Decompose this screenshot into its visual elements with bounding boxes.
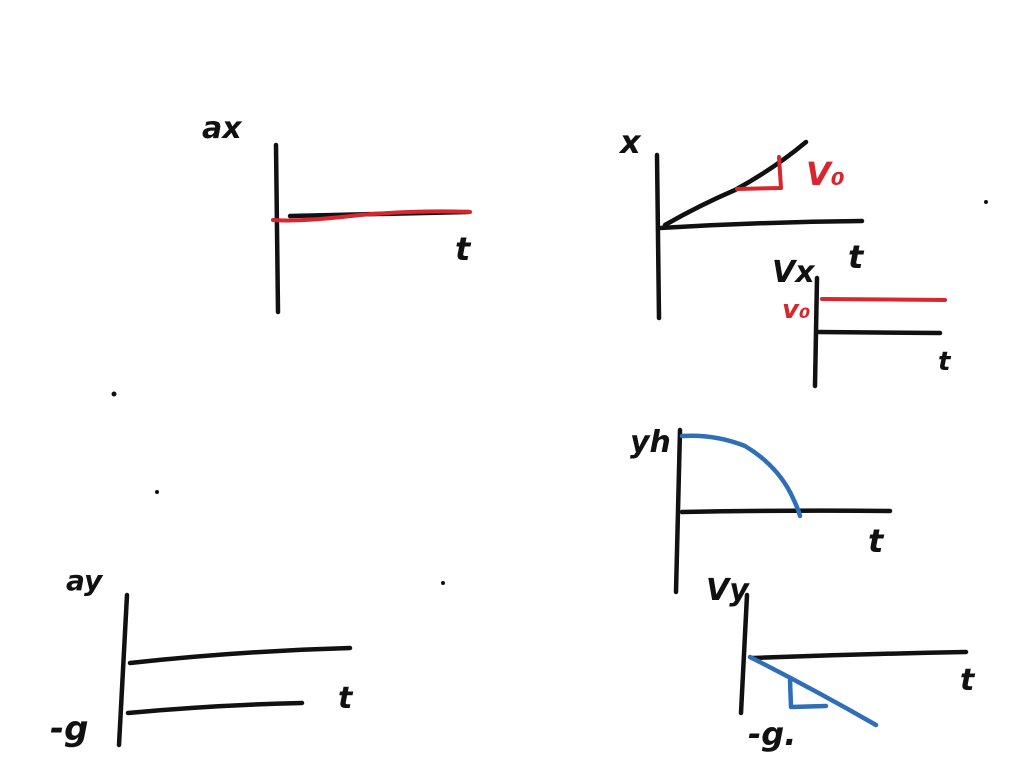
ax-x-label: t <box>455 230 472 268</box>
vy-velocity-line <box>747 654 879 728</box>
stray-dot <box>441 581 445 585</box>
ay-y-axis <box>116 592 130 748</box>
y-height-curve <box>679 433 803 519</box>
y-x-axis <box>679 508 893 515</box>
graph-ax-vs-t: ax t <box>202 111 472 315</box>
stray-dot <box>984 200 988 204</box>
stray-dot <box>111 391 117 397</box>
y-y-axis <box>673 427 683 595</box>
x-slope-triangle <box>735 155 783 191</box>
ay-y-label: ay <box>66 564 104 597</box>
vx-level-label: v₀ <box>782 295 810 325</box>
x-slope-label: V₀ <box>806 155 845 193</box>
vy-slope-triangle <box>787 677 829 710</box>
stray-dot <box>155 490 159 494</box>
y-x-label: t <box>868 522 885 560</box>
vy-x-label: t <box>960 663 976 698</box>
stray-marks <box>111 200 988 585</box>
y-y-label: yh <box>630 425 671 460</box>
vx-constant-line <box>820 297 947 302</box>
ay-level-label: -g <box>50 709 88 749</box>
vx-y-label: Vx <box>772 255 816 290</box>
vx-x-axis <box>815 329 943 336</box>
ay-x-axis <box>127 645 353 666</box>
vy-y-label: Vy <box>706 573 750 608</box>
graph-y-vs-t: yh t <box>630 425 893 595</box>
ax-y-label: ax <box>202 111 243 146</box>
ay-constant-line <box>125 700 305 716</box>
vx-x-label: t <box>938 347 952 377</box>
x-x-label: t <box>848 238 865 276</box>
x-x-axis <box>657 218 865 231</box>
ax-y-axis <box>273 142 281 315</box>
graph-x-vs-t: x t V₀ <box>618 123 865 321</box>
vy-y-axis <box>738 592 750 716</box>
vy-x-axis <box>749 649 969 661</box>
ay-x-label: t <box>338 681 354 716</box>
graph-ay-vs-t: ay t -g <box>50 564 354 749</box>
graph-vy-vs-t: Vy t -g. <box>706 573 976 753</box>
x-y-axis <box>654 152 662 321</box>
graph-vx-vs-t: Vx t v₀ <box>772 255 952 389</box>
ax-zero-line <box>271 209 472 223</box>
vy-slope-label: -g. <box>748 715 796 753</box>
x-y-label: x <box>618 123 642 161</box>
x-position-line <box>662 139 809 228</box>
